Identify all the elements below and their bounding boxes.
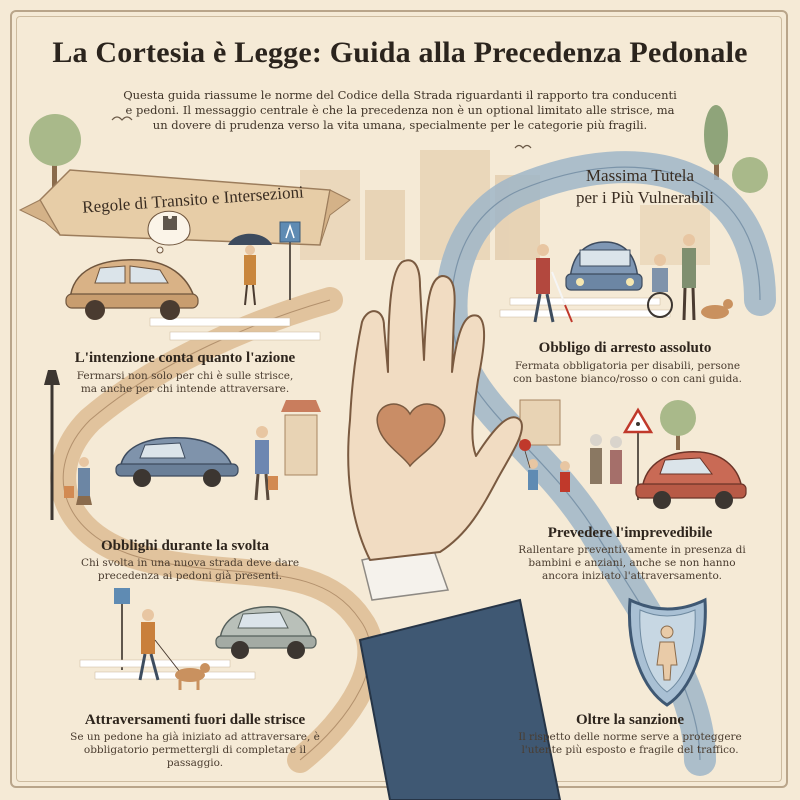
left-section-2-text: Chi svolta in una nuova strada deve dare… xyxy=(80,557,300,582)
right-section-1-text: Fermata obbligatoria per disabili, perso… xyxy=(513,360,742,385)
right-section-2-text: Rallentare preventivamente in presenza d… xyxy=(518,544,746,582)
left-section-1-text: Fermarsi non solo per chi è sulle strisc… xyxy=(76,370,294,395)
scene-turning-car xyxy=(44,370,321,520)
shield-icon xyxy=(627,597,707,707)
left-section-3-title: Attraversamenti fuori dalle strisce xyxy=(84,712,306,728)
tree-right-middle xyxy=(660,400,696,450)
left-section-1-title: L'intenzione conta quanto l'azione xyxy=(74,350,296,366)
scene-car-crosswalk xyxy=(65,210,321,341)
right-section-1-title: Obbligo di arresto assoluto xyxy=(538,340,712,356)
tree-top-right xyxy=(704,105,768,193)
hand-with-heart xyxy=(347,259,562,800)
birds xyxy=(111,116,532,149)
right-banner-label-line2: per i Più Vulnerabili xyxy=(576,188,714,207)
left-banner xyxy=(18,169,351,246)
scene-children-elderly xyxy=(519,399,747,509)
scene-vulnerable xyxy=(499,234,733,323)
right-banner-label-line1: Massima Tutela xyxy=(585,166,695,185)
right-section-3-title: Oltre la sanzione xyxy=(575,712,685,728)
right-section-2-title: Prevedere l'imprevedibile xyxy=(547,525,713,541)
right-section-3-text: Il rispetto delle norme serve a protegge… xyxy=(518,731,742,756)
tree-top-left xyxy=(29,114,81,200)
left-section-2-title: Obblighi durante la svolta xyxy=(101,538,269,554)
scene-dog-walker xyxy=(79,588,317,690)
page-title: La Cortesia è Legge: Guida alla Preceden… xyxy=(52,36,748,69)
left-section-3-text: Se un pedone ha già iniziato ad attraver… xyxy=(70,731,320,769)
intro-text: Questa guida riassume le norme del Codic… xyxy=(123,88,677,132)
left-ribbon xyxy=(50,287,384,773)
